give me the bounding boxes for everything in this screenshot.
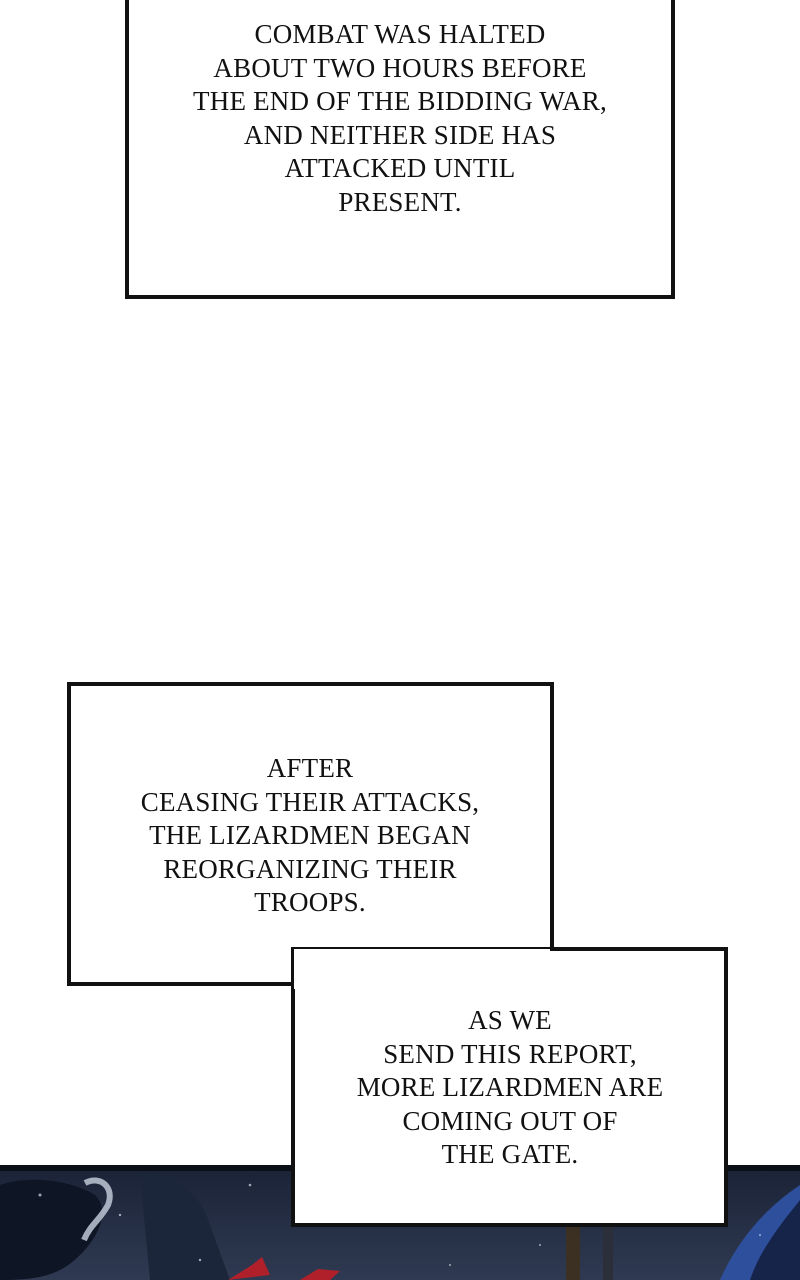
narration-text-middle: AFTER CEASING THEIR ATTACKS, THE LIZARDM… [140, 753, 480, 917]
box-join-patch [294, 949, 550, 989]
narration-text-top: COMBAT WAS HALTED ABOUT TWO HOURS BEFORE… [193, 19, 607, 217]
lizardman-silhouette-left [0, 1179, 103, 1280]
red-slash-mark-2 [300, 1269, 340, 1280]
creature-horn [81, 1177, 113, 1242]
shadow-figure [140, 1174, 230, 1280]
narration-text-bottom: AS WE SEND THIS REPORT, MORE LIZARDMEN A… [356, 1005, 664, 1169]
narration-box-top [125, 0, 675, 299]
narration-box-middle [67, 682, 554, 986]
narration-box-bottom [291, 947, 728, 1227]
pole [603, 1220, 613, 1280]
red-slash-mark [228, 1257, 270, 1280]
spear-shaft [566, 1220, 580, 1280]
blue-wing-shadow [750, 1200, 800, 1280]
